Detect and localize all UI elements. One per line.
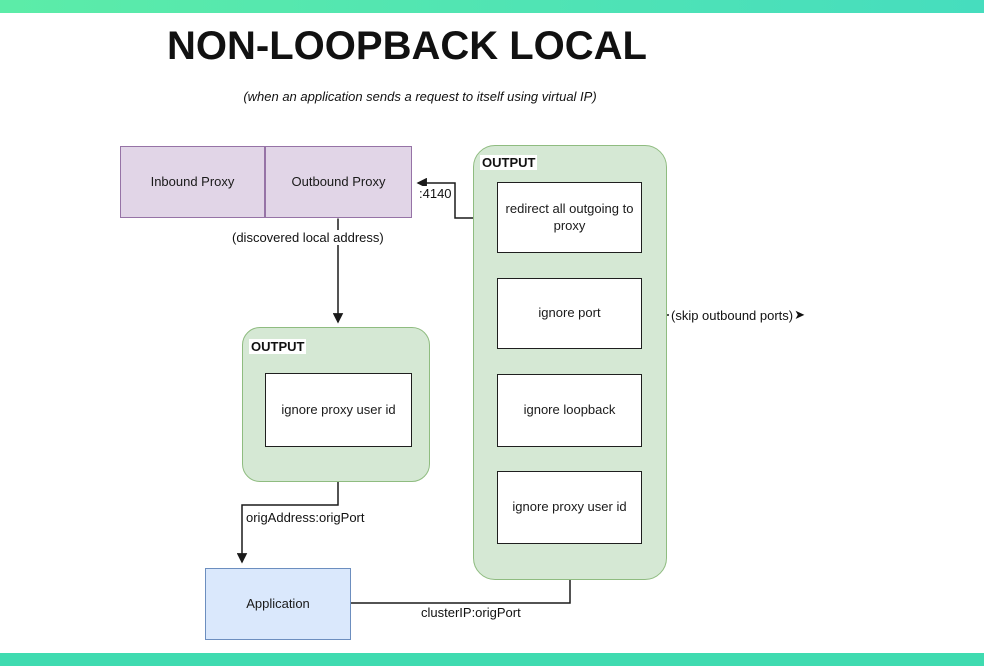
edge-label-proxy-port: :4140 [417, 186, 454, 201]
page-subtitle: (when an application sends a request to … [243, 89, 597, 104]
edge-label-orig-address-port: origAddress:origPort [244, 510, 367, 525]
application-node: Application [205, 568, 351, 640]
edge-label-skip-outbound-ports: (skip outbound ports) ➤ [669, 307, 806, 323]
inbound-proxy-label: Inbound Proxy [150, 173, 235, 189]
step-ignore-proxy-user-id-left: ignore proxy user id [265, 373, 412, 447]
step-redirect-all-outgoing: redirect all outgoing to proxy [497, 182, 642, 253]
arrow-right-icon: ➤ [794, 307, 805, 322]
step-label: ignore proxy user id [281, 401, 396, 417]
step-ignore-loopback: ignore loopback [497, 374, 642, 447]
step-label: ignore proxy user id [512, 499, 627, 515]
output-left-title: OUTPUT [249, 339, 307, 354]
step-label: redirect all outgoing to proxy [505, 201, 634, 233]
application-label: Application [246, 595, 310, 611]
page-title: NON-LOOPBACK LOCAL [167, 24, 647, 68]
top-banner [0, 0, 984, 13]
step-label: ignore port [538, 305, 601, 321]
bottom-banner [0, 653, 984, 666]
step-ignore-port: ignore port [497, 278, 642, 349]
edge-label-cluster-ip-port: clusterIP:origPort [419, 605, 523, 620]
inbound-proxy-node: Inbound Proxy [120, 146, 265, 218]
skip-outbound-ports-text: (skip outbound ports) [671, 307, 794, 323]
edge-label-discovered-local-address: (discovered local address) [230, 230, 386, 245]
outbound-proxy-label: Outbound Proxy [291, 173, 386, 189]
outbound-proxy-node: Outbound Proxy [265, 146, 412, 218]
step-ignore-proxy-user-id-right: ignore proxy user id [497, 471, 642, 544]
step-label: ignore loopback [523, 402, 616, 418]
output-right-title: OUTPUT [480, 155, 538, 170]
